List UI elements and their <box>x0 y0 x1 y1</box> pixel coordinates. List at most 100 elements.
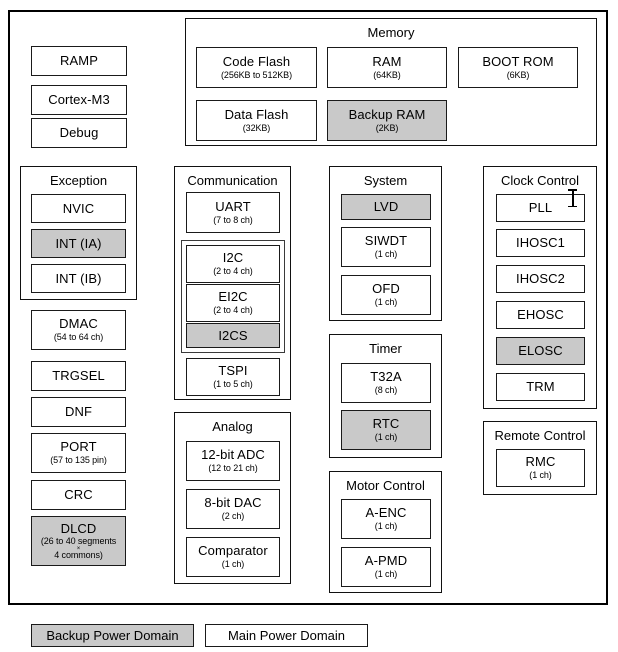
block-sublabel: (2 to 4 ch) <box>213 266 253 277</box>
block-label: DLCD <box>60 520 97 536</box>
block-label: PLL <box>528 200 553 216</box>
block-label: INT (IB) <box>55 270 102 286</box>
block-uart[interactable]: UART (7 to 8 ch) <box>186 192 280 233</box>
block-label: RAMP <box>60 53 98 69</box>
block-ofd[interactable]: OFD (1 ch) <box>341 275 431 315</box>
block-trgsel[interactable]: TRGSEL <box>31 361 126 391</box>
block-comparator[interactable]: Comparator (1 ch) <box>186 537 280 577</box>
block-label: TSPI <box>218 363 248 379</box>
block-label: Debug <box>59 125 99 141</box>
group-title-clock-control: Clock Control <box>500 173 580 188</box>
group-title-memory: Memory <box>367 25 415 40</box>
block-t32a[interactable]: T32A (8 ch) <box>341 363 431 403</box>
block-sublabel: (64KB) <box>373 69 401 80</box>
group-title-system: System <box>363 173 408 188</box>
block-ihosc1[interactable]: IHOSC1 <box>496 229 585 257</box>
block-label: SIWDT <box>364 233 408 249</box>
block-label: Backup RAM <box>348 106 426 122</box>
block-label: I2CS <box>218 327 248 343</box>
block-sublabel: (7 to 8 ch) <box>213 214 253 225</box>
block-rtc[interactable]: RTC (1 ch) <box>341 410 431 450</box>
block-sublabel: (1 ch) <box>221 559 245 570</box>
block-label: Code Flash <box>222 53 291 69</box>
block-label: DNF <box>64 404 93 420</box>
legend-backup-power-domain[interactable]: Backup Power Domain <box>31 624 194 647</box>
block-label: A-ENC <box>365 505 407 521</box>
block-code-flash[interactable]: Code Flash (256KB to 512KB) <box>196 47 317 88</box>
block-ram[interactable]: RAM (64KB) <box>327 47 447 88</box>
block-port[interactable]: PORT (57 to 135 pin) <box>31 433 126 473</box>
block-label: IHOSC1 <box>515 235 565 251</box>
block-label: I2C <box>222 250 244 266</box>
block-label: PORT <box>60 439 97 455</box>
block-int-ia[interactable]: INT (IA) <box>31 229 126 258</box>
block-ihosc2[interactable]: IHOSC2 <box>496 265 585 293</box>
block-dmac[interactable]: DMAC (54 to 64 ch) <box>31 310 126 350</box>
block-sublabel: (2 to 4 ch) <box>213 305 253 316</box>
block-sublabel: (1 ch) <box>374 569 398 580</box>
block-i2cs[interactable]: I2CS <box>186 323 280 348</box>
block-sublabel: (256KB to 512KB) <box>221 69 292 80</box>
block-data-flash[interactable]: Data Flash (32KB) <box>196 100 317 141</box>
block-sublabel: (8 ch) <box>374 385 398 396</box>
block-backup-ram[interactable]: Backup RAM (2KB) <box>327 100 447 141</box>
group-title-motor-control: Motor Control <box>346 478 425 493</box>
block-label: UART <box>215 198 251 214</box>
block-label: EHOSC <box>517 307 564 323</box>
block-ei2c[interactable]: EI2C (2 to 4 ch) <box>186 284 280 322</box>
group-title-remote-control: Remote Control <box>494 428 586 443</box>
block-lvd[interactable]: LVD <box>341 194 431 220</box>
legend-main-power-domain[interactable]: Main Power Domain <box>205 624 368 647</box>
block-label: ELOSC <box>518 343 563 359</box>
block-sublabel: (54 to 64 ch) <box>53 332 104 343</box>
block-label: CRC <box>64 487 93 503</box>
block-sublabel: (2 ch) <box>221 511 245 522</box>
block-nvic[interactable]: NVIC <box>31 194 126 223</box>
block-int-ib[interactable]: INT (IB) <box>31 264 126 293</box>
block-a-pmd[interactable]: A-PMD (1 ch) <box>341 547 431 587</box>
block-label: NVIC <box>62 200 95 216</box>
group-title-timer: Timer <box>369 341 402 356</box>
block-elosc[interactable]: ELOSC <box>496 337 585 365</box>
block-debug[interactable]: Debug <box>31 118 127 148</box>
block-label: RTC <box>372 416 400 432</box>
block-sublabel: (2KB) <box>375 122 399 133</box>
block-ehosc[interactable]: EHOSC <box>496 301 585 329</box>
block-sublabel: (1 ch) <box>374 249 398 260</box>
block-tspi[interactable]: TSPI (1 to 5 ch) <box>186 358 280 396</box>
block-trm[interactable]: TRM <box>496 373 585 401</box>
block-cortex-m3[interactable]: Cortex-M3 <box>31 85 127 115</box>
block-sublabel-line2: 4 commons) <box>54 549 103 560</box>
block-label: EI2C <box>218 289 248 305</box>
block-label: Data Flash <box>224 106 289 122</box>
block-label: TRGSEL <box>52 368 105 384</box>
block-crc[interactable]: CRC <box>31 480 126 510</box>
block-siwdt[interactable]: SIWDT (1 ch) <box>341 227 431 267</box>
block-ramp[interactable]: RAMP <box>31 46 127 76</box>
block-pll[interactable]: PLL <box>496 194 585 222</box>
block-dnf[interactable]: DNF <box>31 397 126 427</box>
block-sublabel: (57 to 135 pin) <box>50 455 107 466</box>
block-i2c[interactable]: I2C (2 to 4 ch) <box>186 245 280 283</box>
block-dlcd[interactable]: DLCD (26 to 40 segments × 4 commons) <box>31 516 126 566</box>
block-label: Cortex-M3 <box>48 92 110 108</box>
block-sublabel: (26 to 40 segments <box>40 536 117 547</box>
block-label: TRM <box>526 379 555 395</box>
block-a-enc[interactable]: A-ENC (1 ch) <box>341 499 431 539</box>
block-sublabel: (1 ch) <box>529 470 552 481</box>
legend-label: Backup Power Domain <box>46 628 179 643</box>
block-label: RMC <box>525 454 556 470</box>
block-8bit-dac[interactable]: 8-bit DAC (2 ch) <box>186 489 280 529</box>
block-sublabel: (1 ch) <box>374 521 398 532</box>
block-label: T32A <box>370 369 402 385</box>
block-label: Comparator <box>198 543 268 559</box>
block-sublabel: (1 to 5 ch) <box>213 379 253 390</box>
block-label: 8-bit DAC <box>204 495 262 511</box>
group-title-communication: Communication <box>187 173 278 188</box>
block-rmc[interactable]: RMC (1 ch) <box>496 449 585 487</box>
block-12bit-adc[interactable]: 12-bit ADC (12 to 21 ch) <box>186 441 280 481</box>
block-label: 12-bit ADC <box>201 447 265 463</box>
block-boot-rom[interactable]: BOOT ROM (6KB) <box>458 47 578 88</box>
block-sublabel: (32KB) <box>242 122 271 133</box>
